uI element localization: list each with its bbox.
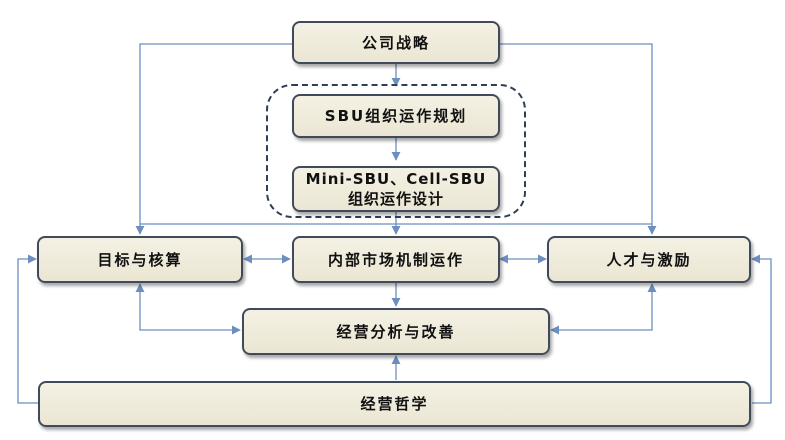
sbu-plan-node: SBU组织运作规划 <box>292 94 500 138</box>
analysis-label: 经营分析与改善 <box>336 322 456 341</box>
talent-node: 人才与激励 <box>547 236 751 283</box>
arrow-strategy-to-talent <box>500 43 657 235</box>
mini-sbu-label-line2: 组织运作设计 <box>347 190 444 208</box>
sbu-plan-label: SBU组织运作规划 <box>324 107 468 125</box>
strategy-label: 公司战略 <box>361 33 430 52</box>
philosophy-label: 经营哲学 <box>360 395 429 413</box>
mini-sbu-design-node: Mini-SBU、Cell-SBU 组织运作设计 <box>292 166 500 212</box>
targets-node: 目标与核算 <box>37 236 243 283</box>
analysis-node: 经营分析与改善 <box>242 308 550 355</box>
mini-sbu-label-line1: Mini-SBU、Cell-SBU <box>305 170 487 188</box>
arrow-philosophy-to-targets <box>17 254 38 404</box>
arrow-strategy-to-targets <box>135 43 292 235</box>
organization-design-group <box>266 84 526 218</box>
internal-market-label: 内部市场机制运作 <box>327 250 464 269</box>
arrow-talent-analysis <box>550 283 657 335</box>
philosophy-node: 经营哲学 <box>38 381 751 427</box>
arrow-philosophy-to-talent <box>751 254 772 404</box>
internal-market-node: 内部市场机制运作 <box>292 236 500 283</box>
arrow-targets-analysis <box>135 283 241 335</box>
talent-label: 人才与激励 <box>606 250 692 269</box>
targets-label: 目标与核算 <box>97 250 183 269</box>
strategy-node: 公司战略 <box>292 21 500 64</box>
